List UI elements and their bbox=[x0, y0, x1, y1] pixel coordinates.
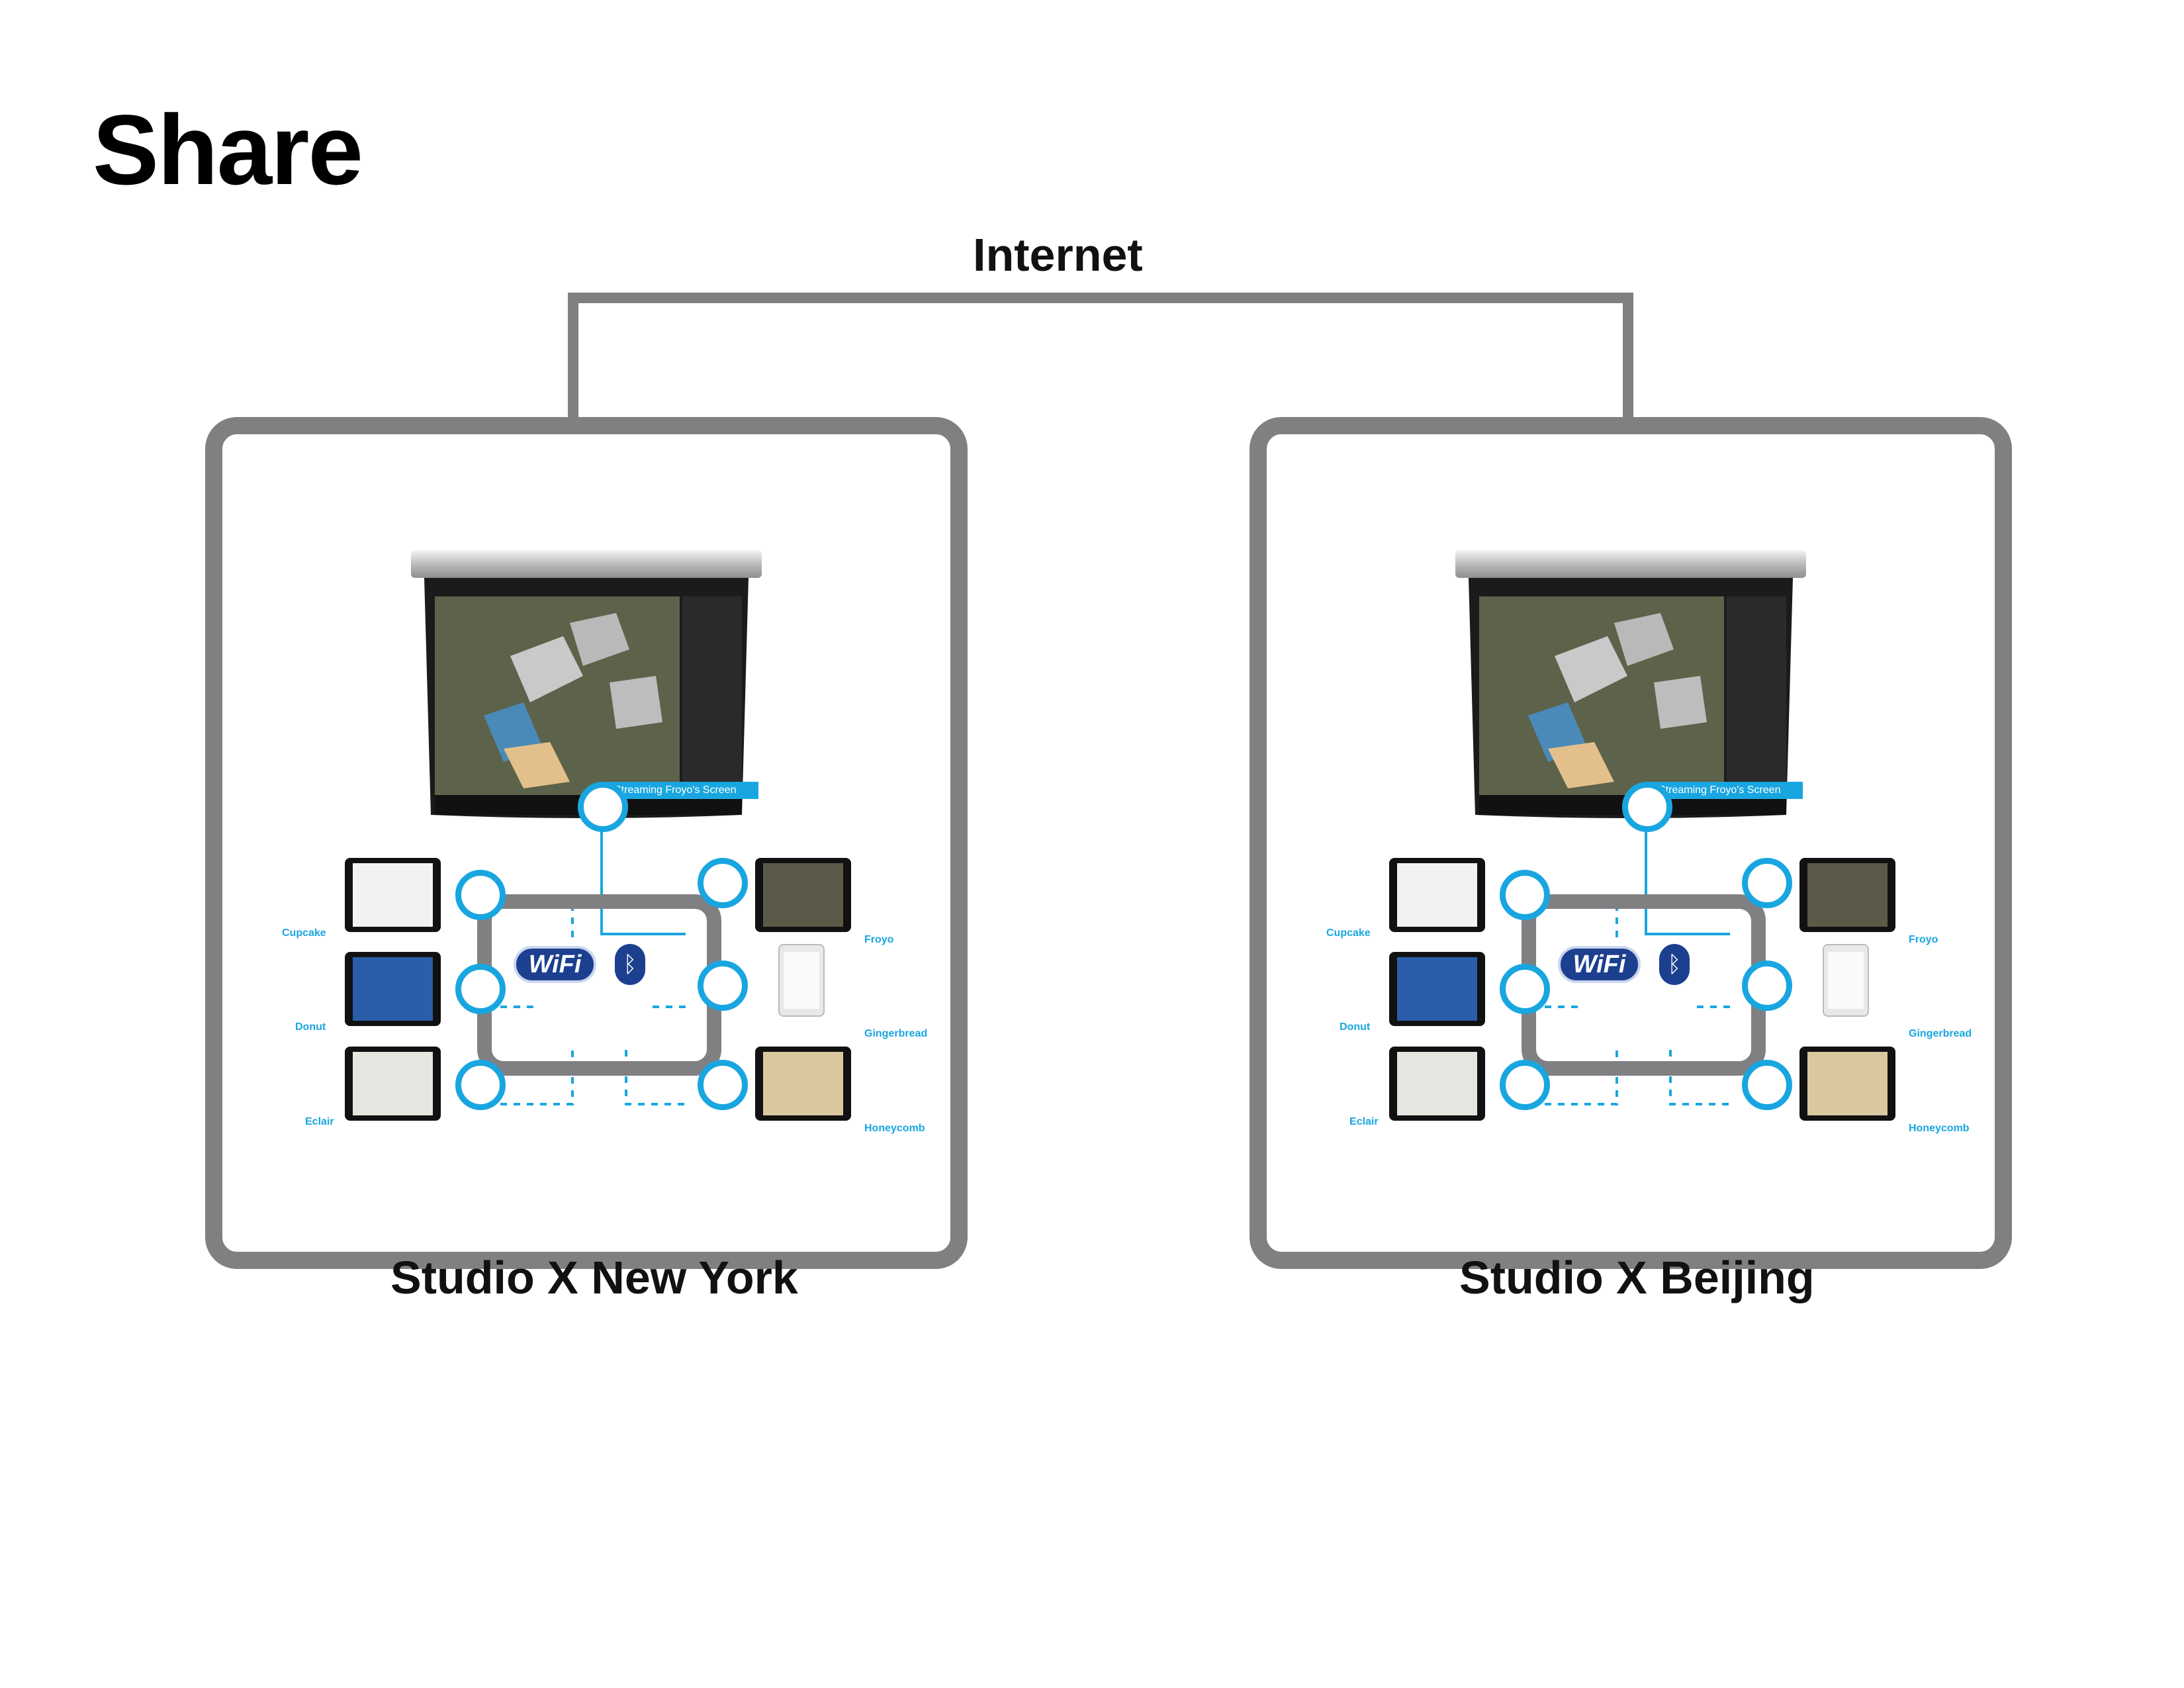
device-node-eclair[interactable] bbox=[1500, 1060, 1550, 1110]
device-tablet-honeycomb[interactable] bbox=[755, 1047, 851, 1121]
bluetooth-icon: ᛒ bbox=[615, 944, 645, 985]
device-label-cupcake: Cupcake bbox=[1326, 927, 1371, 939]
device-label-honeycomb: Honeycomb bbox=[864, 1123, 925, 1134]
projector-screen-icon bbox=[1455, 550, 1806, 818]
streaming-badge: Streaming Froyo's Screen bbox=[606, 782, 758, 799]
device-tablet-donut[interactable] bbox=[345, 952, 441, 1026]
stream-node bbox=[578, 782, 628, 832]
device-label-gingerbread: Gingerbread bbox=[864, 1028, 928, 1039]
studio-box-beijing: Streaming Froyo's Screen WiFi ᛒ Cupcake … bbox=[1250, 417, 2012, 1269]
internet-wire-right bbox=[1623, 293, 1633, 422]
device-tablet-cupcake[interactable] bbox=[1389, 858, 1485, 932]
streaming-badge: Streaming Froyo's Screen bbox=[1651, 782, 1803, 799]
device-node-honeycomb[interactable] bbox=[698, 1060, 748, 1110]
device-label-eclair: Eclair bbox=[305, 1116, 334, 1127]
device-node-donut[interactable] bbox=[455, 964, 506, 1014]
device-node-eclair[interactable] bbox=[455, 1060, 506, 1110]
studio-box-new-york: Streaming Froyo's Screen WiFi ᛒ Cupcake … bbox=[205, 417, 968, 1269]
device-node-donut[interactable] bbox=[1500, 964, 1550, 1014]
device-label-cupcake: Cupcake bbox=[282, 927, 326, 939]
device-phone-gingerbread[interactable] bbox=[778, 944, 825, 1017]
stream-node bbox=[1622, 782, 1672, 832]
device-label-eclair: Eclair bbox=[1349, 1116, 1379, 1127]
device-tablet-froyo[interactable] bbox=[755, 858, 851, 932]
device-label-froyo: Froyo bbox=[864, 934, 894, 945]
wifi-icon: WiFi bbox=[514, 946, 596, 983]
device-node-froyo[interactable] bbox=[1742, 858, 1792, 908]
device-node-cupcake[interactable] bbox=[455, 870, 506, 920]
device-tablet-cupcake[interactable] bbox=[345, 858, 441, 932]
page-title: Share bbox=[93, 94, 363, 205]
device-tablet-eclair[interactable] bbox=[345, 1047, 441, 1121]
device-tablet-donut[interactable] bbox=[1389, 952, 1485, 1026]
device-node-gingerbread[interactable] bbox=[698, 961, 748, 1011]
device-tablet-froyo[interactable] bbox=[1799, 858, 1895, 932]
wireless-hub bbox=[477, 894, 721, 1076]
internet-label: Internet bbox=[973, 229, 1143, 281]
device-tablet-eclair[interactable] bbox=[1389, 1047, 1485, 1121]
wifi-icon: WiFi bbox=[1558, 946, 1641, 983]
device-node-honeycomb[interactable] bbox=[1742, 1060, 1792, 1110]
device-label-gingerbread: Gingerbread bbox=[1909, 1028, 1972, 1039]
wireless-hub bbox=[1522, 894, 1766, 1076]
device-tablet-honeycomb[interactable] bbox=[1799, 1047, 1895, 1121]
device-node-gingerbread[interactable] bbox=[1742, 961, 1792, 1011]
bluetooth-icon: ᛒ bbox=[1659, 944, 1690, 985]
station-new-york: Streaming Froyo's Screen WiFi ᛒ Cupcake … bbox=[222, 434, 950, 1252]
studio-label-new-york: Studio X New York bbox=[390, 1252, 798, 1303]
projector-screen-icon bbox=[411, 550, 762, 818]
device-label-honeycomb: Honeycomb bbox=[1909, 1123, 1970, 1134]
device-node-froyo[interactable] bbox=[698, 858, 748, 908]
device-label-donut: Donut bbox=[295, 1021, 326, 1033]
device-node-cupcake[interactable] bbox=[1500, 870, 1550, 920]
device-phone-gingerbread[interactable] bbox=[1823, 944, 1869, 1017]
device-label-froyo: Froyo bbox=[1909, 934, 1938, 945]
internet-wire-top bbox=[568, 293, 1633, 303]
station-beijing: Streaming Froyo's Screen WiFi ᛒ Cupcake … bbox=[1267, 434, 1995, 1252]
internet-wire-left bbox=[568, 293, 578, 422]
device-label-donut: Donut bbox=[1340, 1021, 1371, 1033]
studio-label-beijing: Studio X Beijing bbox=[1459, 1252, 1815, 1303]
